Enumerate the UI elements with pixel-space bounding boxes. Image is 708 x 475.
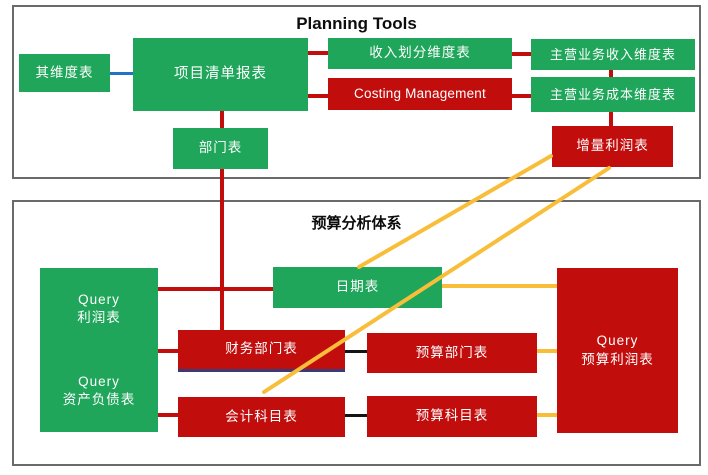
edge-mainrev-maincost (609, 70, 613, 77)
node-department-table: 部门表 (173, 128, 268, 169)
edge-budgetsubject-querybudgetprofit (537, 413, 557, 417)
edge-budgetdept-querybudgetprofit (537, 349, 557, 353)
edge-dept-financedept (220, 169, 224, 330)
edge-otherdim-projectlist (110, 72, 133, 75)
edge-revsplit-mainrev (512, 52, 531, 56)
node-main-revenue-dimension: 主营业务收入维度表 (531, 39, 695, 70)
budget-analysis-title: 预算分析体系 (311, 215, 402, 232)
node-revenue-split-dimension: 收入划分维度表 (328, 38, 512, 69)
node-date-table: 日期表 (273, 267, 442, 308)
edge-projectlist-dept (220, 111, 224, 128)
edge-projectlist-costing (308, 94, 328, 98)
node-query-profit-label: Query 利润表 (77, 291, 121, 325)
edge-accountsubject-budgetsubject (345, 414, 367, 417)
edge-querybalance-financedept (158, 349, 178, 353)
node-query-profit-balance: Query 利润表 Query 资产负债表 (40, 268, 158, 432)
edge-querybalance-accountsubject (158, 413, 178, 417)
node-query-balance-label: Query 资产负债表 (62, 373, 136, 407)
node-query-budget-profit: Query 预算利润表 (557, 268, 678, 433)
edge-financedept-budgetdept (345, 350, 367, 353)
node-budget-department-table: 预算部门表 (367, 333, 537, 373)
node-finance-department-table: 财务部门表 (178, 330, 345, 372)
node-account-subject-table: 会计科目表 (178, 397, 345, 437)
node-other-dimension-table: 其维度表 (19, 54, 110, 92)
edge-projectlist-revsplit (308, 51, 328, 55)
node-incremental-profit-table: 增量利润表 (552, 126, 673, 167)
edge-date-querybudgetprofit (442, 284, 557, 288)
node-costing-management: Costing Management (328, 78, 512, 110)
edge-maincost-incrprofit (609, 112, 613, 126)
node-budget-subject-table: 预算科目表 (367, 396, 537, 437)
node-main-cost-dimension: 主营业务成本维度表 (531, 77, 695, 112)
edge-queryprofit-date (158, 287, 273, 291)
planning-tools-title: Planning Tools (296, 14, 417, 33)
edge-costing-maincost (512, 94, 531, 98)
node-project-list-report: 项目清单报表 (133, 38, 308, 111)
